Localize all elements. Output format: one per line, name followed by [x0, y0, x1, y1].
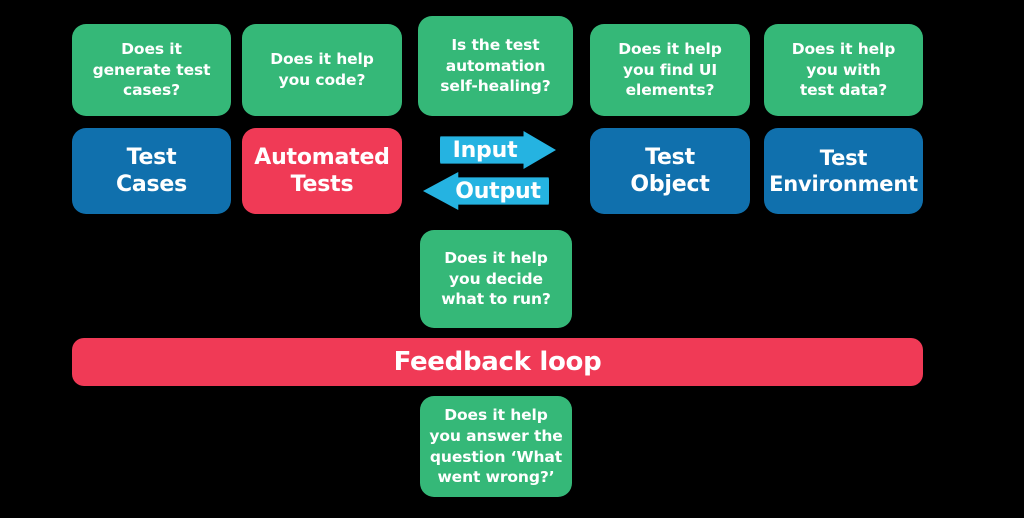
text-line: elements?	[625, 81, 715, 100]
question-box-text: Does it help you find UI elements?	[618, 39, 722, 102]
question-box-text: Does it generate test cases?	[93, 39, 211, 102]
text-line: Automated	[254, 144, 390, 170]
entity-box-test-cases[interactable]: Test Cases	[72, 128, 231, 214]
text-line: Does it help	[270, 50, 374, 69]
question-box-text: Does it help you decide what to run?	[441, 248, 551, 311]
entity-box-test-environment[interactable]: Test Environment	[764, 128, 923, 214]
entity-box-automated-tests[interactable]: Automated Tests	[242, 128, 402, 214]
entity-box-test-object[interactable]: Test Object	[590, 128, 750, 214]
question-box-what-went-wrong[interactable]: Does it help you answer the question ‘Wh…	[420, 396, 572, 497]
text-line: went wrong?’	[437, 468, 555, 487]
text-line: Test	[126, 144, 177, 170]
text-line: Cases	[115, 172, 188, 197]
arrow-input-label: Input	[452, 137, 518, 163]
question-box-decide-what-to-run[interactable]: Does it help you decide what to run?	[420, 230, 572, 328]
arrow-output-label: Output	[455, 178, 541, 204]
text-line: cases?	[122, 81, 180, 100]
question-box-automated-tests[interactable]: Does it help you code?	[242, 24, 402, 116]
question-box-text: Does it help you with test data?	[792, 39, 896, 102]
text-line: Does it help	[444, 248, 548, 267]
entity-box-text: Test Object	[630, 144, 709, 199]
text-line: you code?	[278, 71, 366, 89]
entity-box-text: Test Cases	[116, 144, 187, 199]
arrow-output[interactable]: Output	[423, 172, 549, 210]
text-line: Does it help	[444, 405, 548, 424]
text-line: Tests	[290, 172, 354, 197]
text-line: automation	[445, 56, 546, 75]
question-box-self-healing[interactable]: Is the test automation self-healing?	[418, 16, 573, 116]
text-line: you answer the	[429, 426, 563, 445]
question-box-test-object[interactable]: Does it help you find UI elements?	[590, 24, 750, 116]
feedback-loop-bar[interactable]: Feedback loop	[72, 338, 923, 386]
text-line: you decide	[449, 269, 543, 288]
question-box-test-environment[interactable]: Does it help you with test data?	[764, 24, 923, 116]
entity-box-text: Test Environment	[769, 145, 918, 198]
text-line: Is the test	[451, 35, 540, 54]
text-line: Does it help	[791, 39, 896, 58]
text-line: what to run?	[441, 290, 551, 309]
question-box-text: Does it help you code?	[270, 49, 374, 91]
text-line: you find UI	[622, 60, 718, 79]
arrow-input[interactable]: Input	[440, 131, 556, 169]
text-line: Test	[645, 144, 695, 170]
question-box-text: Does it help you answer the question ‘Wh…	[429, 405, 562, 489]
entity-box-text: Automated Tests	[254, 144, 390, 199]
text-line: Does it	[121, 39, 182, 58]
feedback-loop-label: Feedback loop	[393, 347, 602, 377]
question-box-text: Is the test automation self-healing?	[440, 35, 551, 98]
text-line: you with	[806, 60, 881, 79]
text-line: test data?	[799, 81, 888, 100]
question-box-test-cases[interactable]: Does it generate test cases?	[72, 24, 231, 116]
text-line: Environment	[769, 172, 918, 196]
text-line: Test	[819, 145, 868, 170]
text-line: Object	[630, 172, 710, 197]
text-line: generate test	[92, 60, 211, 79]
text-line: question ‘What	[429, 447, 563, 466]
text-line: Does it help	[618, 39, 722, 58]
text-line: self-healing?	[440, 77, 551, 96]
